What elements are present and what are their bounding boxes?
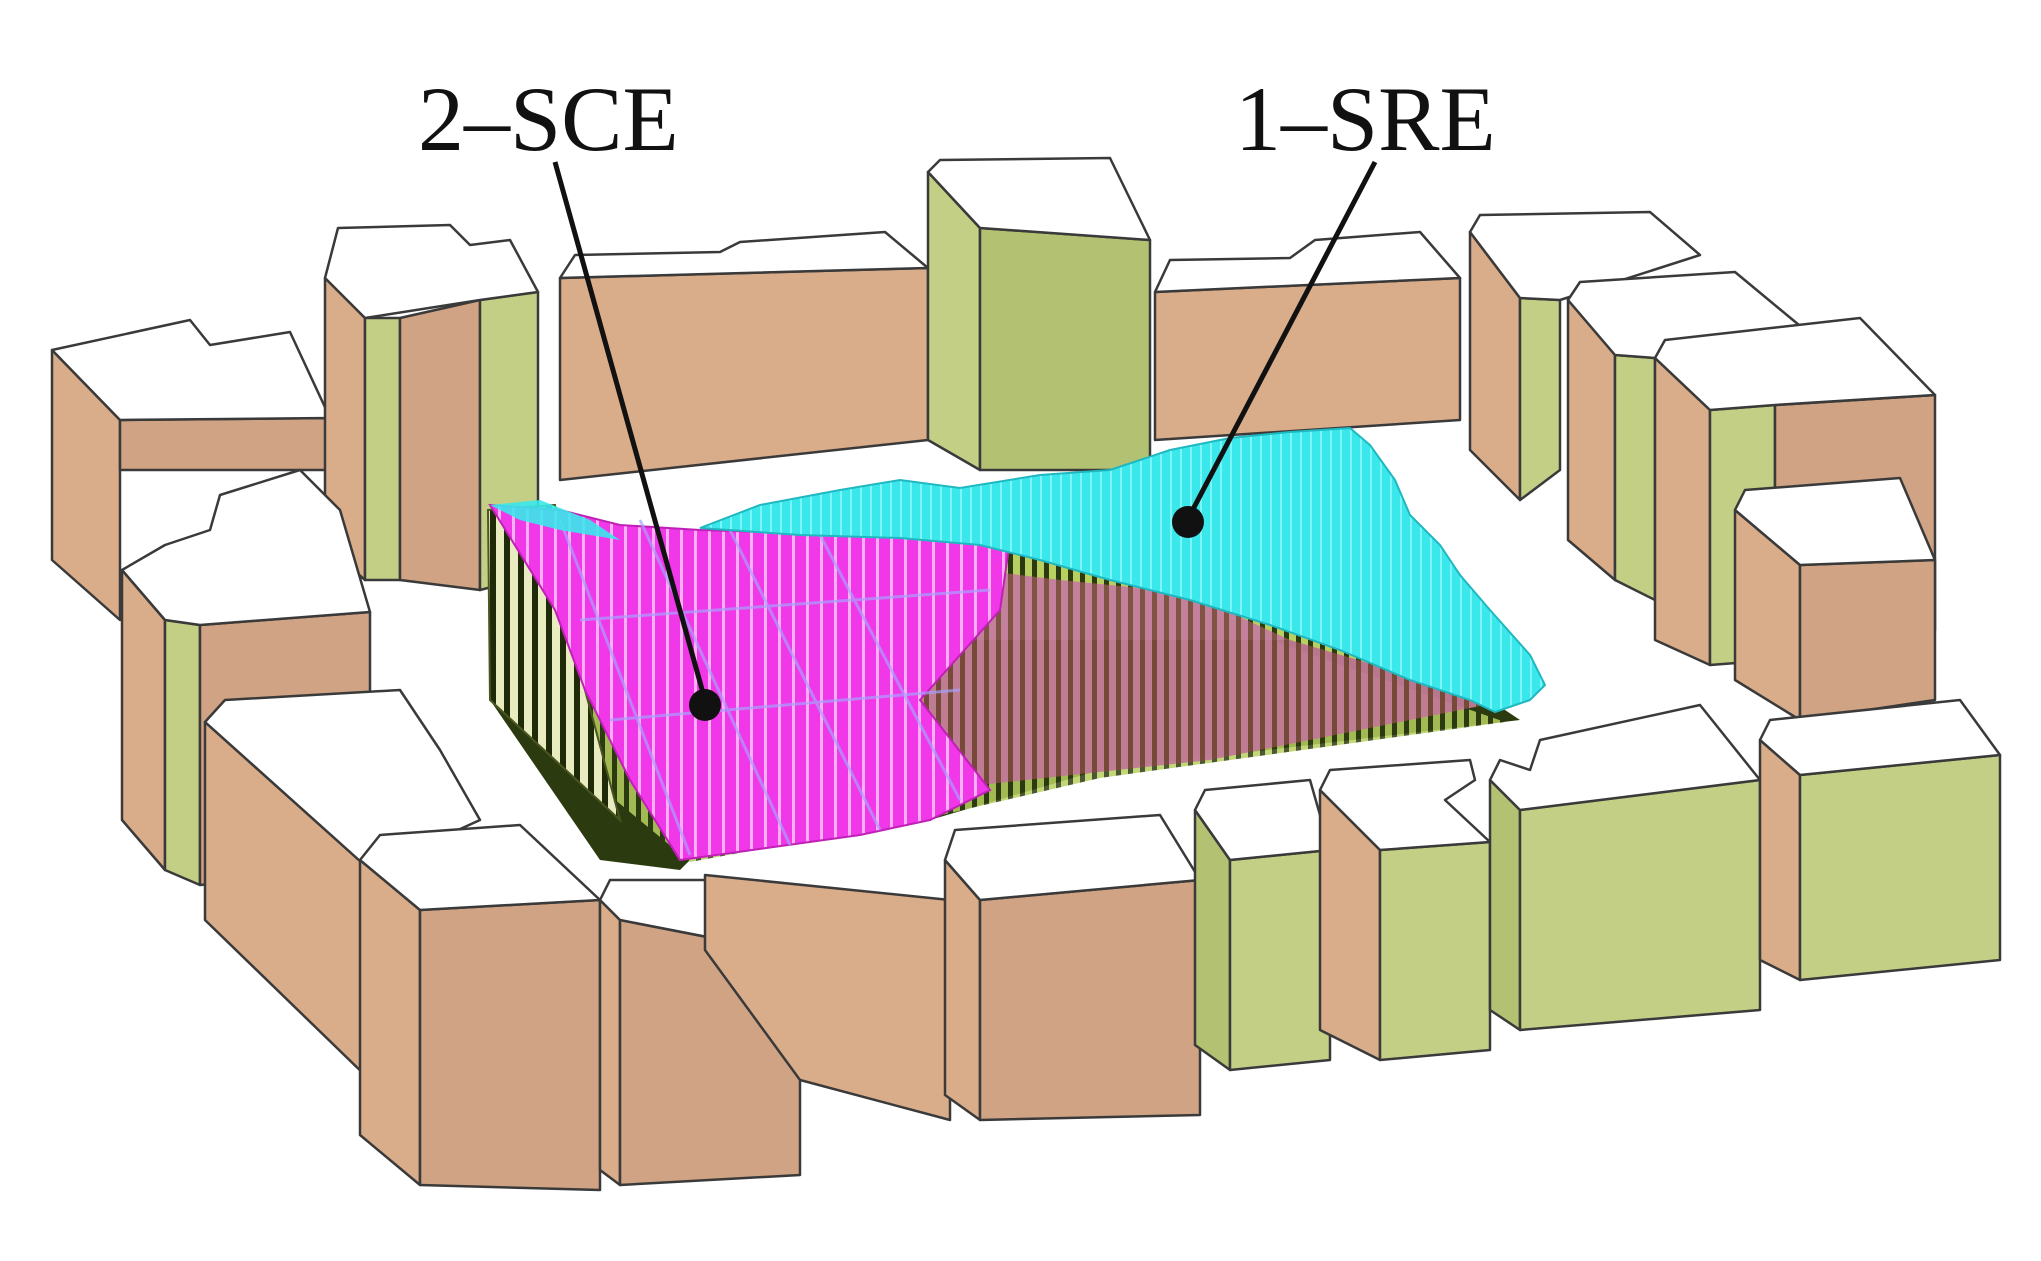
sre-callout: 1–SRE xyxy=(1172,68,1496,538)
building-front-tan-mid xyxy=(1318,758,1492,1062)
building-front-green-right xyxy=(1758,698,2002,982)
sce-grid-lines xyxy=(558,519,991,856)
building-right-small xyxy=(1733,476,1937,722)
building-right-tower-1 xyxy=(1468,210,1702,502)
building-back-left xyxy=(50,318,332,622)
building-back-tall-tower xyxy=(926,156,1152,472)
building-right-tower-2 xyxy=(1566,270,1807,602)
sre-sliver xyxy=(490,500,620,540)
building-back-center xyxy=(558,230,930,482)
sre-surface xyxy=(699,426,1547,714)
building-front-center xyxy=(943,813,1202,1122)
building-front-wedge xyxy=(703,873,952,1122)
building-back-right xyxy=(1153,230,1462,442)
sce-surface xyxy=(488,503,1012,862)
sce-callout: 2–SCE xyxy=(418,68,721,721)
building-front-green-large xyxy=(1488,703,1762,1032)
sce-leader-line xyxy=(552,161,708,701)
building-front-green-1 xyxy=(1193,778,1332,1072)
building-front-left-tower xyxy=(358,823,602,1192)
sre-label: 1–SRE xyxy=(1235,68,1496,170)
sce-marker xyxy=(689,689,721,721)
sce-label: 2–SCE xyxy=(418,68,679,170)
sre-leader-line xyxy=(1187,160,1378,517)
sre-marker xyxy=(1172,506,1204,538)
